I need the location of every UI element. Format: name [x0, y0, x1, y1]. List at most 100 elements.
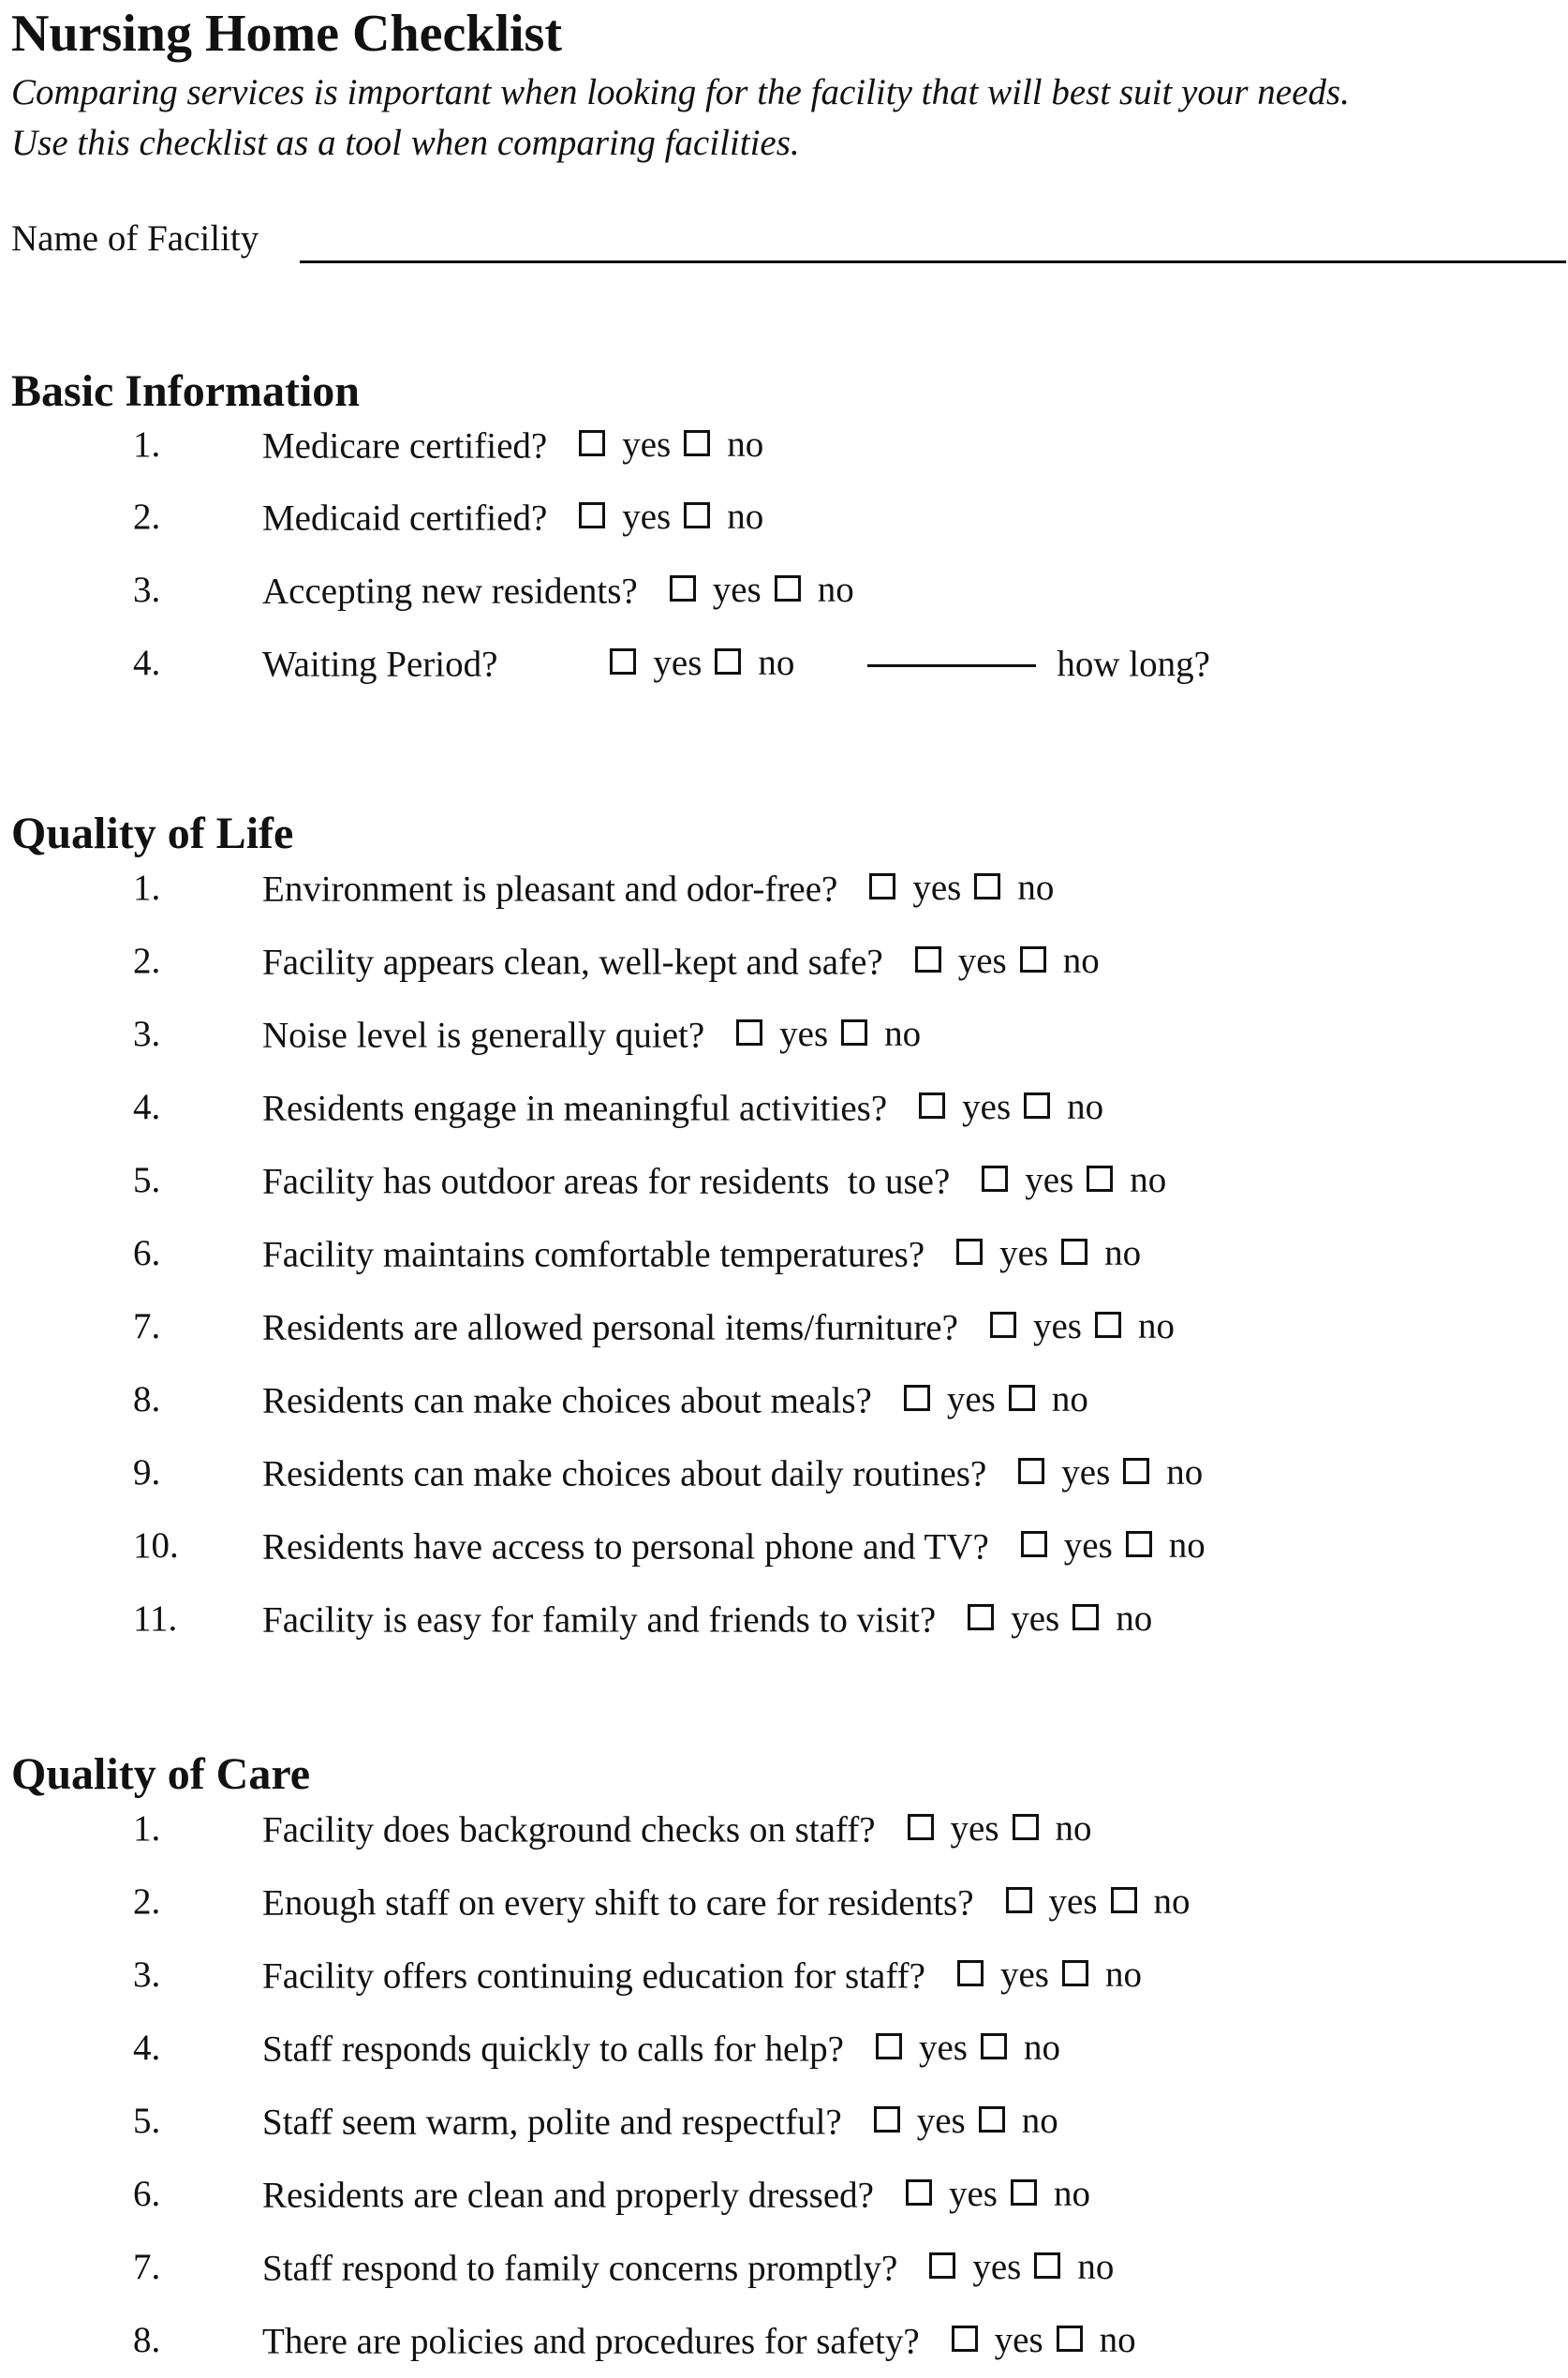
- question-text: Staff seem warm, polite and respectful?: [262, 2102, 842, 2143]
- item-question: Facility offers continuing education for…: [262, 1954, 1142, 1998]
- facility-name-label: Name of Facility: [11, 218, 259, 259]
- question-text: Staff respond to family concerns promptl…: [262, 2248, 898, 2289]
- yes-label: yes: [948, 2174, 998, 2214]
- no-checkbox[interactable]: [1012, 1813, 1039, 1840]
- yes-checkbox[interactable]: [869, 872, 896, 899]
- yes-checkbox[interactable]: [873, 2105, 900, 2133]
- no-checkbox[interactable]: [1061, 1238, 1088, 1265]
- yes-checkbox[interactable]: [956, 1238, 984, 1265]
- item-number: 10.: [133, 1525, 179, 1566]
- life-item-1: 1. Environment is pleasant and odor-free…: [0, 867, 1568, 915]
- yes-checkbox[interactable]: [1018, 1457, 1045, 1484]
- item-number: 9.: [133, 1452, 161, 1493]
- no-checkbox[interactable]: [841, 1018, 868, 1046]
- yes-checkbox[interactable]: [956, 1959, 984, 1986]
- item-question: Staff seem warm, polite and respectful? y…: [262, 2100, 1058, 2144]
- yes-checkbox[interactable]: [968, 1603, 995, 1630]
- care-item-4: 4. Staff responds quickly to calls for h…: [0, 2027, 1568, 2075]
- waiting-period-field[interactable]: [867, 663, 1037, 667]
- no-label: no: [884, 1014, 922, 1054]
- no-checkbox[interactable]: [774, 574, 801, 602]
- item-number: 8.: [133, 1379, 161, 1419]
- no-checkbox[interactable]: [1123, 1457, 1150, 1484]
- no-checkbox[interactable]: [1010, 2178, 1037, 2206]
- no-checkbox[interactable]: [1061, 1959, 1088, 1986]
- yes-label: yes: [950, 1808, 999, 1849]
- question-text: Residents can make choices about daily r…: [262, 1453, 987, 1494]
- no-checkbox[interactable]: [715, 647, 742, 675]
- no-label: no: [1168, 1525, 1206, 1566]
- yes-checkbox[interactable]: [929, 2252, 956, 2279]
- item-question: Facility is easy for family and friends …: [262, 1598, 1152, 1642]
- yes-checkbox[interactable]: [907, 1813, 934, 1840]
- yes-checkbox[interactable]: [736, 1018, 763, 1046]
- yes-checkbox[interactable]: [982, 1165, 1009, 1192]
- yes-label: yes: [1048, 1881, 1098, 1922]
- no-label: no: [1116, 1598, 1153, 1639]
- yes-checkbox[interactable]: [1020, 1530, 1047, 1557]
- no-label: no: [727, 497, 764, 537]
- item-question: Facility does background checks on staff…: [262, 1807, 1092, 1851]
- yes-label: yes: [957, 941, 1007, 981]
- yes-label: yes: [916, 2101, 966, 2141]
- no-label: no: [1055, 1808, 1092, 1849]
- yes-checkbox[interactable]: [903, 1384, 930, 1411]
- yes-checkbox[interactable]: [669, 574, 696, 602]
- yes-checkbox[interactable]: [914, 945, 941, 973]
- no-checkbox[interactable]: [980, 2032, 1007, 2059]
- no-label: no: [727, 424, 764, 465]
- no-checkbox[interactable]: [1056, 2325, 1083, 2352]
- no-checkbox[interactable]: [684, 429, 711, 456]
- yes-checkbox[interactable]: [579, 429, 606, 456]
- no-checkbox[interactable]: [684, 501, 711, 528]
- item-number: 5.: [133, 1160, 161, 1200]
- no-checkbox[interactable]: [1125, 1530, 1152, 1557]
- section-heading-basic-information: Basic Information: [11, 366, 360, 416]
- yes-checkbox[interactable]: [951, 2325, 978, 2352]
- yes-checkbox[interactable]: [989, 1311, 1016, 1338]
- item-number: 2.: [133, 497, 161, 537]
- no-checkbox[interactable]: [1019, 945, 1046, 973]
- yes-checkbox[interactable]: [875, 2032, 902, 2059]
- yes-label: yes: [712, 570, 762, 610]
- no-checkbox[interactable]: [1034, 2252, 1061, 2279]
- subtitle-line-2: Use this checklist as a tool when compar…: [11, 123, 800, 163]
- no-checkbox[interactable]: [978, 2105, 1005, 2133]
- care-item-2: 2. Enough staff on every shift to care f…: [0, 1880, 1568, 1929]
- no-checkbox[interactable]: [1110, 1886, 1137, 1913]
- no-label: no: [1067, 1087, 1104, 1127]
- no-checkbox[interactable]: [1024, 1092, 1051, 1119]
- yes-checkbox[interactable]: [1005, 1886, 1032, 1913]
- item-number: 11.: [133, 1598, 178, 1639]
- facility-name-field[interactable]: [300, 260, 1566, 263]
- care-item-1: 1. Facility does background checks on st…: [0, 1807, 1568, 1856]
- question-text: There are policies and procedures for sa…: [262, 2321, 920, 2362]
- item-number: 4.: [133, 643, 161, 683]
- no-checkbox[interactable]: [974, 872, 1001, 899]
- yes-label: yes: [918, 2028, 968, 2068]
- no-label: no: [1099, 2320, 1136, 2360]
- no-checkbox[interactable]: [1072, 1603, 1100, 1630]
- care-item-3: 3. Facility offers continuing education …: [0, 1954, 1568, 2002]
- life-item-7: 7. Residents are allowed personal items/…: [0, 1305, 1568, 1354]
- yes-label: yes: [653, 643, 703, 683]
- no-checkbox[interactable]: [1008, 1384, 1035, 1411]
- yes-checkbox[interactable]: [919, 1092, 946, 1119]
- yes-checkbox[interactable]: [610, 647, 637, 675]
- item-number: 2.: [133, 1881, 161, 1922]
- question-text: Facility has outdoor areas for residents…: [262, 1161, 951, 1202]
- yes-checkbox[interactable]: [905, 2178, 932, 2206]
- yes-label: yes: [622, 497, 672, 537]
- section-heading-quality-of-care: Quality of Care: [11, 1749, 311, 1799]
- yes-checkbox[interactable]: [579, 501, 606, 528]
- no-checkbox[interactable]: [1094, 1311, 1121, 1338]
- no-checkbox[interactable]: [1087, 1165, 1114, 1192]
